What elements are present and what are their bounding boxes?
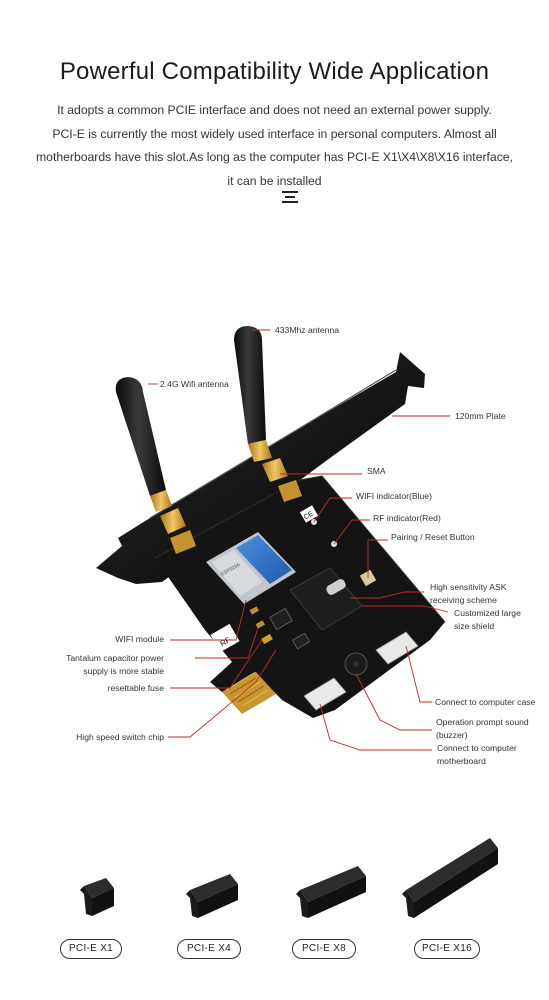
ce-mark-text: CE — [303, 510, 315, 521]
label-2-4g-wifi-antenna: 2.4G Wifi antenna — [160, 379, 229, 389]
wifi-module: ESP8266 — [206, 532, 296, 604]
label-high-speed-switch-chip: High speed switch chip — [76, 732, 164, 742]
label-ask-scheme-line-1: High sensitivity ASK — [430, 582, 507, 592]
slot-x8 — [296, 866, 366, 918]
motherboard-connector — [303, 677, 347, 711]
label-buzzer: Operation prompt sound (buzzer) — [436, 716, 529, 741]
pcie-card-illustration: ESP8266 RF CE — [96, 326, 450, 751]
label-shield-line-2: size shield — [454, 620, 495, 631]
callout-lines — [148, 329, 450, 751]
label-ask-scheme-line-2: receiving scheme — [430, 594, 497, 605]
label-433mhz-antenna: 433Mhz antenna — [275, 325, 340, 335]
description-line-4: it can be installed — [227, 173, 322, 188]
label-sma: SMA — [367, 466, 386, 476]
label-120mm-plate: 120mm Plate — [455, 411, 506, 421]
label-buzzer-line-1: Operation prompt sound — [436, 717, 529, 727]
label-pairing-button: Pairing / Reset Button — [391, 532, 475, 542]
label-tantalum-line-1: Tantalum capacitor power — [66, 653, 164, 663]
label-pcie-x16: PCI-E X16 — [414, 939, 480, 959]
label-tantalum-line-2: supply is more stable — [83, 665, 164, 676]
label-wifi-module: WIFI module — [115, 634, 164, 644]
description-line-2: PCI-E is currently the most widely used … — [52, 126, 497, 141]
label-buzzer-line-2: (buzzer) — [436, 729, 468, 740]
slot-x16 — [402, 838, 498, 918]
antenna-2-4g — [115, 377, 196, 554]
board-components — [249, 579, 346, 650]
ce-mark: CE — [299, 505, 319, 523]
label-tantalum-capacitor: Tantalum capacitor power supply is more … — [40, 652, 164, 677]
label-wifi-indicator: WIFI indicator(Blue) — [356, 491, 432, 501]
label-pcie-x4: PCI-E X4 — [177, 939, 241, 959]
label-pcie-x1: PCI-E X1 — [60, 939, 122, 959]
label-motherboard-line-1: Connect to computer — [437, 743, 517, 753]
label-motherboard-line-2: motherboard — [437, 755, 486, 766]
slot-x1 — [80, 878, 114, 916]
slot-x4 — [186, 874, 238, 918]
case-connector — [375, 631, 419, 665]
pcie-slots-illustration — [80, 838, 498, 918]
description: It adopts a common PCIE interface and do… — [18, 99, 531, 193]
description-line-3: motherboards have this slot.As long as t… — [36, 150, 513, 164]
label-ask-scheme: High sensitivity ASK receiving scheme — [430, 581, 506, 606]
description-line-1: It adopts a common PCIE interface and do… — [57, 103, 492, 117]
menu-icon[interactable] — [282, 191, 298, 204]
antenna-433mhz — [234, 326, 302, 502]
label-motherboard-connector: Connect to computer motherboard — [437, 742, 517, 767]
label-rf-indicator: RF indicator(Red) — [373, 513, 441, 523]
label-resettable-fuse: resettable fuse — [107, 683, 164, 693]
label-shield-line-1: Customized large — [454, 608, 521, 618]
label-case-connector: Connect to computer case — [435, 697, 536, 707]
label-pcie-x8: PCI-E X8 — [292, 939, 356, 959]
page-title: Powerful Compatibility Wide Application — [59, 58, 490, 85]
rf-mark: RF — [210, 623, 240, 653]
label-shield: Customized large size shield — [454, 607, 521, 632]
